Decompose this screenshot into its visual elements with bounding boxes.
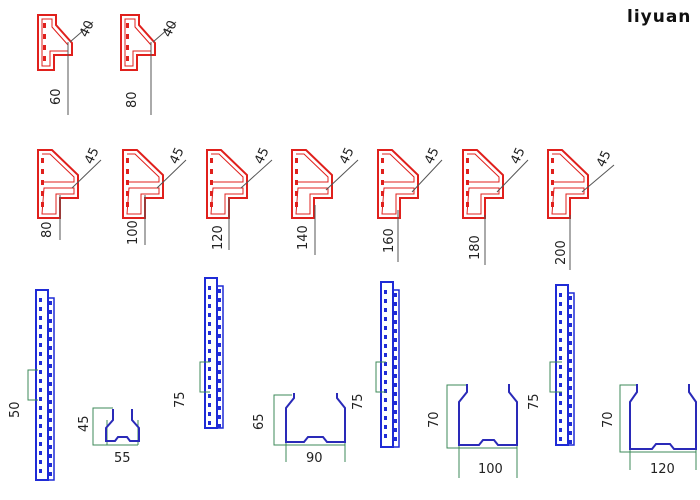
upright-face-label: 75 — [173, 391, 188, 408]
beam-large-5: 45 160 — [377, 145, 443, 262]
upright-3: 75 — [351, 281, 400, 448]
beam-height-label: 200 — [554, 240, 569, 265]
beam-profile-icon — [547, 149, 589, 219]
beam-large-3: 45 120 — [206, 145, 273, 250]
section-width-label: 55 — [114, 451, 131, 466]
beam-profile-icon — [206, 149, 248, 219]
section-depth-label: 70 — [601, 411, 616, 428]
upright-profile-icon — [204, 277, 224, 429]
section-1: 45 55 — [77, 407, 140, 466]
beam-depth-label: 45 — [508, 145, 529, 166]
beam-small-2: 40 80 — [120, 14, 181, 115]
upright-profile-icon — [35, 289, 55, 481]
upright-face-label: 75 — [527, 393, 542, 410]
upright-1: 50 — [8, 289, 55, 481]
upright-profile-icon — [555, 284, 575, 446]
beam-depth-label: 40 — [160, 18, 181, 39]
section-depth-label: 65 — [252, 413, 267, 430]
beam-large-2: 45 100 — [122, 145, 188, 245]
section-width-label: 100 — [478, 462, 503, 477]
beam-depth-label: 45 — [337, 145, 358, 166]
beam-large-1: 45 80 — [37, 145, 103, 240]
upright-2: 75 — [173, 277, 224, 429]
beam-height-label: 160 — [382, 228, 397, 253]
section-profile-icon — [458, 384, 518, 446]
beam-depth-label: 45 — [167, 145, 188, 166]
upright-face-label: 50 — [8, 401, 23, 418]
beam-profile-icon — [37, 14, 73, 71]
brand-logo: liyuan — [627, 7, 691, 27]
section-profile-icon — [285, 393, 346, 443]
upright-face-label: 75 — [351, 393, 366, 410]
section-profile-icon — [105, 409, 140, 442]
beam-large-4: 45 140 — [291, 145, 359, 255]
beam-profile-icon — [377, 149, 419, 219]
beam-depth-label: 45 — [252, 145, 273, 166]
beam-height-label: 180 — [468, 235, 483, 260]
beam-height-label: 140 — [296, 225, 311, 250]
beam-height-label: 120 — [211, 225, 226, 250]
section-width-label: 90 — [306, 451, 323, 466]
beam-large-6: 45 180 — [462, 145, 529, 265]
beam-large-7: 45 200 — [547, 148, 615, 270]
beam-depth-label: 45 — [82, 145, 103, 166]
beam-height-label: 80 — [40, 221, 55, 238]
beam-height-label: 80 — [125, 91, 140, 108]
beam-small-1: 40 60 — [37, 14, 98, 115]
section-depth-label: 70 — [427, 411, 442, 428]
section-3: 70 100 — [427, 384, 518, 478]
section-profile-icon — [629, 384, 697, 450]
beam-height-label: 60 — [49, 88, 64, 105]
beam-profile-icon — [37, 149, 79, 219]
beam-profile-icon — [120, 14, 156, 71]
upright-4: 75 — [527, 284, 575, 446]
section-4: 70 120 — [601, 384, 697, 477]
beam-profile-icon — [462, 149, 504, 219]
beam-depth-label: 45 — [594, 148, 615, 169]
upright-profile-icon — [380, 281, 400, 448]
beam-height-label: 100 — [126, 220, 141, 245]
beam-profile-icon — [122, 149, 164, 219]
beam-profile-icon — [291, 149, 333, 219]
beam-depth-label: 45 — [422, 145, 443, 166]
section-depth-label: 45 — [77, 415, 92, 432]
section-width-label: 120 — [650, 462, 675, 477]
beam-depth-label: 40 — [77, 18, 98, 39]
section-2: 65 90 — [252, 393, 346, 466]
